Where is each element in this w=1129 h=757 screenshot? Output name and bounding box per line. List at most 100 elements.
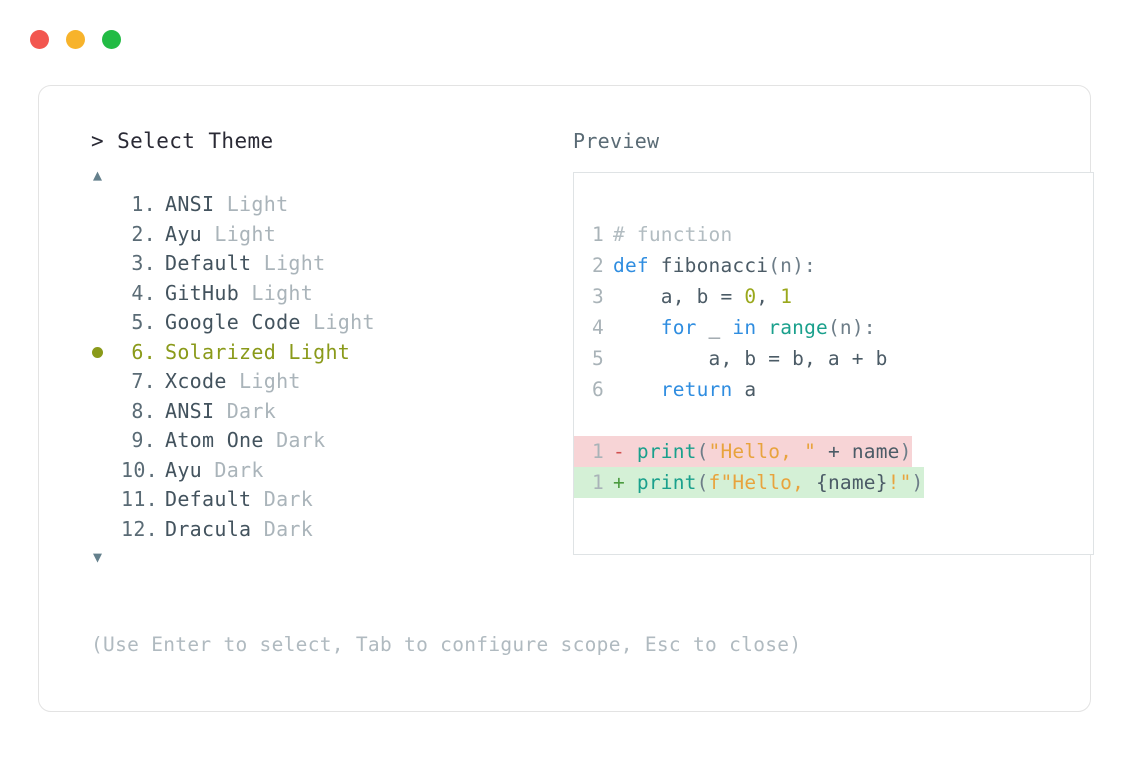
line-number: 1 xyxy=(592,440,604,463)
theme-item-variant: Light xyxy=(263,251,326,275)
code-token: 0 xyxy=(744,285,757,308)
line-number: 1 xyxy=(592,223,604,246)
line-number: 3 xyxy=(592,285,604,308)
code-line: 3 a, b = 0, 1 xyxy=(574,281,1093,312)
theme-item-space xyxy=(227,367,239,397)
theme-list-item[interactable]: 1.ANSI Light xyxy=(91,190,535,220)
theme-item-number: 6. xyxy=(131,339,156,364)
theme-item-number: 11. xyxy=(121,487,159,511)
theme-list-item[interactable]: 11.Default Dark xyxy=(91,485,535,515)
theme-item-space xyxy=(239,279,251,309)
line-number: 6 xyxy=(592,378,604,401)
theme-item-space xyxy=(214,190,226,220)
code-token: for xyxy=(660,316,697,339)
selection-indicator xyxy=(91,397,121,427)
theme-item-space xyxy=(264,426,276,456)
theme-list-item[interactable]: 5.Google Code Light xyxy=(91,308,535,338)
theme-list-item[interactable]: 7.Xcode Light xyxy=(91,367,535,397)
diff-plus-marker: + xyxy=(613,471,637,494)
theme-list-item[interactable]: 9.Atom One Dark xyxy=(91,426,535,456)
code-token: f"Hello, xyxy=(708,471,817,494)
code-token: + name xyxy=(816,440,900,463)
diff-added-line: 1+ print(f"Hello, {name}!") xyxy=(574,467,924,498)
code-token: return xyxy=(660,378,733,401)
scroll-up-icon[interactable]: ▲ xyxy=(93,166,103,184)
theme-item-space xyxy=(214,397,226,427)
code-token: def xyxy=(613,254,661,277)
theme-item-variant: Dark xyxy=(276,428,326,452)
theme-item-name: GitHub xyxy=(165,280,240,305)
line-number: 5 xyxy=(592,347,604,370)
scroll-down-icon[interactable]: ▼ xyxy=(93,548,103,566)
code-token: # function xyxy=(613,223,733,246)
theme-item-number: 3. xyxy=(131,251,156,275)
theme-list-item[interactable]: 6.Solarized Light xyxy=(91,338,535,368)
theme-item-number: 8. xyxy=(131,398,156,423)
code-token: ) xyxy=(911,471,924,494)
theme-list-item[interactable]: 10.Ayu Dark xyxy=(91,456,535,486)
selection-indicator xyxy=(91,220,121,250)
close-window-button[interactable] xyxy=(30,30,49,49)
theme-item-space xyxy=(251,249,263,279)
keyboard-hint: (Use Enter to select, Tab to configure s… xyxy=(91,633,802,656)
selection-indicator xyxy=(91,485,121,515)
theme-item-name: Default xyxy=(165,251,252,275)
code-line: 4 for _ in range(n): xyxy=(574,312,1093,343)
theme-item-name: Ayu xyxy=(165,457,203,482)
theme-item-name: ANSI xyxy=(165,398,215,423)
code-line: 6 return a xyxy=(574,374,1093,405)
code-token: ) xyxy=(899,440,912,463)
code-token: a xyxy=(732,378,757,401)
selection-indicator xyxy=(91,249,121,279)
theme-list-item[interactable]: 4.GitHub Light xyxy=(91,279,535,309)
code-token: ( xyxy=(696,471,709,494)
selection-indicator xyxy=(91,515,121,545)
code-spacer xyxy=(574,405,1093,436)
page-title: > Select Theme xyxy=(91,129,274,153)
theme-item-variant: Light xyxy=(239,369,301,393)
theme-list-item[interactable]: 8. ANSI Dark xyxy=(91,397,535,427)
theme-item-variant: Light xyxy=(313,310,375,334)
line-number: 4 xyxy=(592,316,604,339)
theme-item-variant: Light xyxy=(226,192,289,216)
theme-item-variant: Light xyxy=(214,221,277,246)
theme-list-item[interactable]: 2.Ayu Light xyxy=(91,220,535,250)
preview-label: Preview xyxy=(573,129,660,153)
minimize-window-button[interactable] xyxy=(66,30,85,49)
theme-item-space xyxy=(202,456,214,486)
theme-list-item[interactable]: 3. Default Light xyxy=(91,249,535,279)
line-number: 1 xyxy=(592,471,604,494)
selection-indicator xyxy=(91,279,121,309)
code-token: (n): xyxy=(827,316,876,339)
code-token: print xyxy=(636,440,697,463)
code-token: ( xyxy=(696,440,709,463)
code-token xyxy=(613,316,661,339)
maximize-window-button[interactable] xyxy=(102,30,121,49)
theme-item-space xyxy=(301,308,313,338)
selection-indicator xyxy=(91,426,121,456)
theme-item-space xyxy=(202,220,214,250)
theme-item-number: 12. xyxy=(121,516,159,541)
theme-item-space xyxy=(251,515,263,545)
theme-item-variant: Dark xyxy=(226,398,277,423)
code-token: !" xyxy=(887,471,912,494)
code-line: 1 # function xyxy=(574,219,1093,250)
theme-item-number: 9. xyxy=(131,428,156,452)
code-token: (n): xyxy=(768,254,816,277)
theme-item-variant: Dark xyxy=(214,457,264,482)
code-token: a, b = b, a + b xyxy=(613,347,888,370)
line-number: 2 xyxy=(592,254,604,277)
code-token: range xyxy=(768,316,828,339)
theme-item-number: 10. xyxy=(121,457,159,482)
diff-removed-line: 1- print("Hello, " + name) xyxy=(574,436,912,467)
code-token: "Hello, " xyxy=(708,440,817,463)
theme-item-name: Xcode xyxy=(165,369,227,393)
window-titlebar xyxy=(30,30,121,49)
theme-list-item[interactable]: 12.Dracula Dark xyxy=(91,515,535,545)
code-token: _ xyxy=(696,316,733,339)
